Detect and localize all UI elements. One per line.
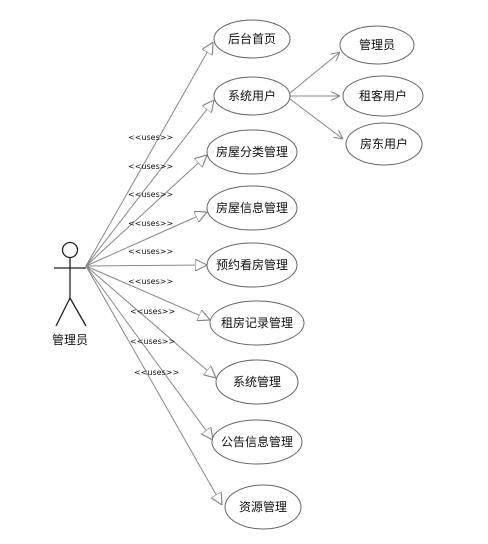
usecase-sys-manage: 系统管理 bbox=[215, 359, 299, 405]
assoc-sys-manage bbox=[85, 265, 216, 378]
usecase-home-label: 后台首页 bbox=[228, 31, 276, 46]
assoc-house-info bbox=[85, 212, 207, 267]
actor-left-leg bbox=[55, 297, 71, 327]
usecase-rent-records-label: 租房记录管理 bbox=[221, 315, 293, 330]
usecase-notice-label: 公告信息管理 bbox=[221, 434, 293, 449]
assoc-house-category bbox=[85, 155, 207, 267]
subuser-landlord: 房东用户 bbox=[345, 122, 423, 166]
actor-admin: 管理员 bbox=[52, 241, 88, 347]
assoc-sys-users bbox=[85, 100, 214, 267]
actor-label: 管理员 bbox=[52, 332, 88, 347]
uses-label-3: <<uses>> bbox=[128, 190, 173, 199]
uses-label-8: <<uses>> bbox=[130, 337, 175, 346]
usecase-sys-manage-label: 系统管理 bbox=[233, 374, 281, 389]
usecase-resources-label: 资源管理 bbox=[239, 499, 287, 514]
usecase-viewing-label: 预约看房管理 bbox=[216, 257, 288, 272]
uses-label-5: <<uses>> bbox=[128, 247, 173, 256]
uses-label-6: <<uses>> bbox=[128, 277, 173, 286]
uses-label-2: <<uses>> bbox=[128, 162, 173, 171]
actor-right-leg bbox=[69, 297, 87, 327]
usecase-house-info: 房屋信息管理 bbox=[206, 185, 298, 231]
sub-user-links bbox=[289, 52, 343, 139]
uses-label-1: <<uses>> bbox=[128, 133, 173, 142]
assoc-viewing bbox=[85, 265, 207, 266]
uses-label-9: <<uses>> bbox=[134, 368, 179, 377]
assoc-resources bbox=[85, 265, 222, 505]
use-cases: 后台首页 系统用户 房屋分类管理 房屋信息管理 预约看房管理 租房记录管理 系统… bbox=[206, 19, 424, 530]
subuser-admin-label: 管理员 bbox=[359, 37, 395, 52]
subuser-landlord-label: 房东用户 bbox=[360, 136, 408, 151]
usecase-sys-users-label: 系统用户 bbox=[228, 88, 276, 103]
uses-labels: <<uses>> <<uses>> <<uses>> <<uses>> <<us… bbox=[128, 133, 179, 377]
uses-label-7: <<uses>> bbox=[130, 307, 175, 316]
subuser-tenant: 租客用户 bbox=[342, 75, 424, 117]
assoc-home bbox=[85, 42, 213, 267]
link-admin bbox=[289, 52, 340, 94]
assoc-rent-records bbox=[85, 265, 210, 320]
usecase-home: 后台首页 bbox=[213, 19, 291, 59]
usecase-resources: 资源管理 bbox=[224, 484, 302, 530]
actor-head bbox=[61, 241, 79, 259]
usecase-viewing: 预约看房管理 bbox=[206, 242, 298, 288]
assoc-notice bbox=[85, 265, 213, 440]
usecase-notice: 公告信息管理 bbox=[211, 419, 303, 465]
usecase-sys-users: 系统用户 bbox=[213, 76, 291, 116]
uses-label-4: <<uses>> bbox=[128, 219, 173, 228]
associations bbox=[85, 42, 222, 505]
subuser-tenant-label: 租客用户 bbox=[359, 88, 407, 103]
subuser-admin: 管理员 bbox=[339, 25, 415, 65]
usecase-house-category-label: 房屋分类管理 bbox=[216, 144, 288, 159]
link-landlord bbox=[289, 98, 343, 139]
usecase-house-category: 房屋分类管理 bbox=[206, 129, 298, 175]
usecase-rent-records: 租房记录管理 bbox=[209, 300, 305, 346]
usecase-house-info-label: 房屋信息管理 bbox=[216, 200, 288, 215]
